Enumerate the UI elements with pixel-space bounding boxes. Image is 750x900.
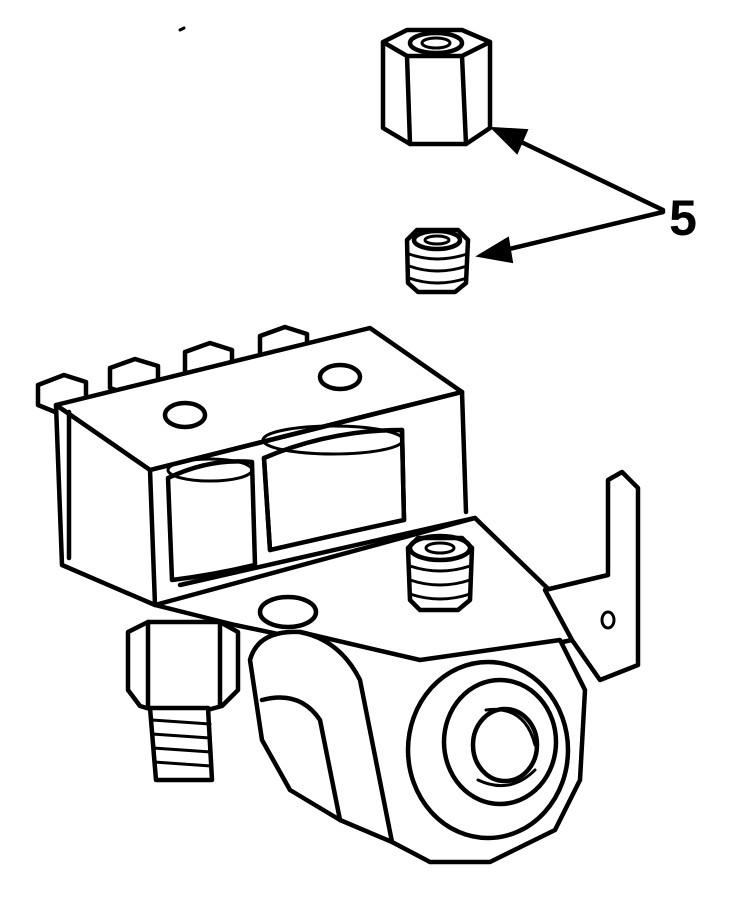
coil-bracket bbox=[53, 325, 469, 608]
callout-number-5: 5 bbox=[669, 190, 697, 246]
solenoid-coils bbox=[165, 424, 407, 583]
callout-leaders bbox=[475, 126, 666, 264]
ink-speck bbox=[178, 26, 186, 32]
top-outlet-fitting bbox=[405, 533, 475, 613]
mounting-tab bbox=[542, 469, 641, 683]
left-outlet-fitting bbox=[125, 619, 241, 783]
compression-sleeve bbox=[404, 227, 471, 295]
hex-nut bbox=[380, 27, 493, 147]
inlet-port bbox=[405, 659, 571, 841]
water-inlet-valve bbox=[35, 324, 641, 865]
